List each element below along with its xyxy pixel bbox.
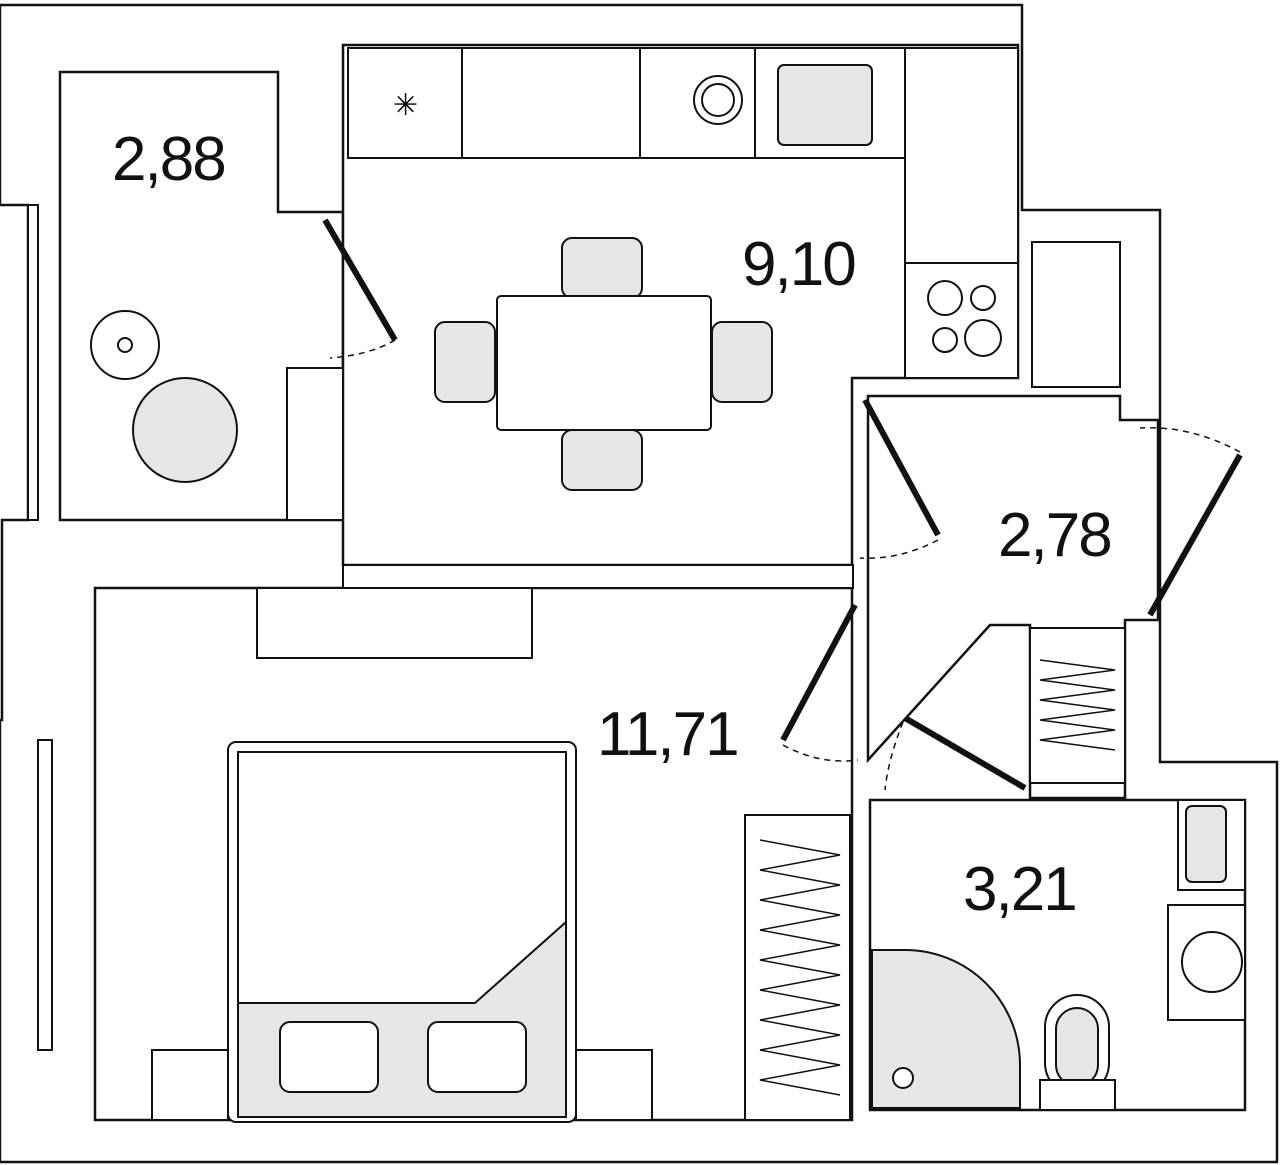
closet-hatch (1039, 659, 1116, 751)
door-swing (1139, 426, 1241, 453)
door-swing (329, 339, 396, 359)
dining-table (496, 295, 712, 431)
snowflake-icon: ✳ (393, 88, 418, 123)
balcony-table-center (117, 337, 133, 353)
sink-icon (777, 64, 873, 146)
area-kitchen: 9,10 (742, 230, 855, 299)
door-swing (884, 721, 904, 791)
chair-top (561, 237, 643, 299)
chair-bottom (561, 429, 643, 491)
partition-wall (342, 564, 854, 589)
bedroom-window (37, 739, 53, 1051)
burner-icon (927, 280, 963, 316)
burner-icon (970, 285, 996, 311)
chair-right (711, 321, 773, 403)
balcony-partition (286, 367, 344, 521)
fridge (347, 47, 463, 159)
burner-icon (964, 319, 1002, 357)
washer-drum (1181, 931, 1243, 993)
hall-wardrobe (1031, 241, 1121, 388)
area-bedroom: 11,71 (597, 700, 738, 769)
nightstand (575, 1049, 653, 1121)
bedroom-door (780, 603, 858, 742)
area-hallway: 2,78 (998, 501, 1111, 570)
toilet-seat (1055, 1007, 1099, 1087)
tv-stand (256, 587, 533, 659)
toilet-tank (1039, 1079, 1116, 1111)
balcony-window (27, 204, 39, 521)
nightstand (151, 1049, 229, 1121)
burner-icon (932, 327, 958, 353)
bathroom-door (903, 715, 1027, 791)
upper-cabinet (904, 47, 1019, 264)
pillow (279, 1021, 379, 1093)
shower-drain (892, 1067, 914, 1089)
kitchen-door (862, 398, 941, 537)
entrance-door (1147, 453, 1243, 617)
kitchen-cabinet (461, 47, 641, 159)
pillow (427, 1021, 527, 1093)
balcony-door (322, 218, 398, 342)
balcony-chair (132, 377, 238, 483)
area-balcony: 2,88 (112, 125, 225, 194)
closet-hatch (759, 839, 841, 1096)
area-bathroom: 3,21 (963, 855, 1076, 924)
stove (904, 262, 1019, 379)
shower (871, 949, 1021, 1109)
chair-left (434, 321, 496, 403)
dish-inner-icon (701, 83, 735, 117)
door-swing (782, 744, 859, 762)
washbasin-bowl (1185, 805, 1227, 883)
